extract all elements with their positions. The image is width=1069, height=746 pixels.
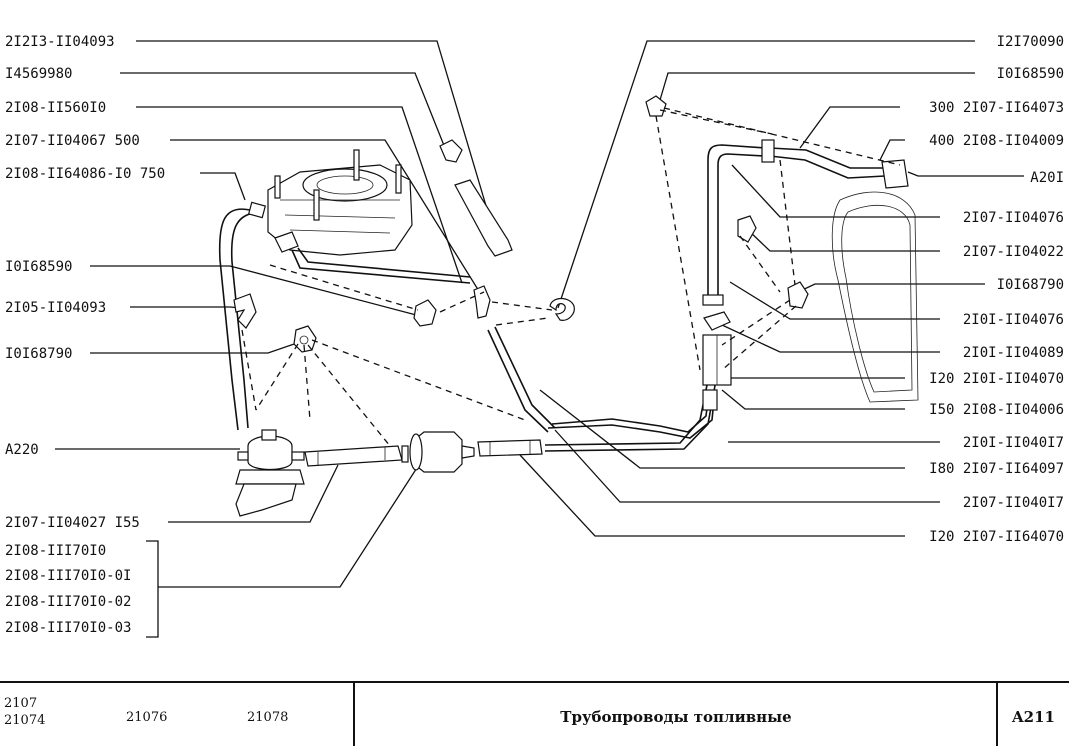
clip-right-mid	[737, 215, 757, 243]
fuel-lines-diagram: 2I2I3-II04093 I4569980 2I08-II560I0 2I07…	[5, 34, 1064, 638]
left-leader-lines	[55, 40, 499, 523]
label-right-2: I0I68590	[997, 66, 1064, 82]
label-right-15: 2I07-II040I7	[963, 495, 1064, 511]
label-right-6: 2I07-II04076	[963, 210, 1064, 226]
clip-left-lower	[293, 325, 317, 353]
filter-variant-bracket	[146, 540, 159, 638]
title-block: 2107 21074 21076 21078 Трубопроводы топл…	[0, 681, 1069, 746]
fuel-pump	[235, 429, 305, 517]
label-left-13: 2I08-III70I0-02	[5, 594, 131, 610]
clip-center	[413, 299, 437, 327]
page-title: Трубопроводы топливные	[560, 708, 792, 726]
tee-fitting	[473, 285, 491, 319]
label-right-5: A20I	[1030, 170, 1064, 186]
label-right-9: 2I0I-II04076	[963, 312, 1064, 328]
clip-2105	[233, 293, 257, 329]
model-2107: 2107	[4, 696, 38, 711]
label-right-11: I20 2I0I-II04070	[929, 371, 1064, 387]
footer-divider-2	[996, 683, 998, 746]
assembly-lines	[241, 107, 901, 447]
hose-pump-filter	[304, 445, 403, 467]
label-right-10: 2I0I-II04089	[963, 345, 1064, 361]
label-left-10: 2I07-II04027 I55	[5, 515, 140, 531]
label-left-9: A220	[5, 442, 39, 458]
label-right-4: 400 2I08-II04009	[929, 133, 1064, 149]
hose-filter-line	[477, 439, 543, 457]
label-left-4: 2I07-II04067 500	[5, 133, 140, 149]
fuel-filter	[401, 431, 475, 473]
main-steel-lines	[544, 379, 717, 452]
fuel-tank-outline	[831, 191, 919, 403]
label-right-1: I2I70090	[997, 34, 1064, 50]
model-21076: 21076	[126, 710, 168, 725]
model-list: 2107 21074	[4, 695, 45, 729]
label-left-12: 2I08-III70I0-0I	[5, 568, 131, 584]
label-right-8: I0I68790	[997, 277, 1064, 293]
label-left-11: 2I08-III70I0	[5, 543, 106, 559]
footer-divider-1	[353, 683, 355, 746]
label-right-12: I50 2I08-II04006	[929, 402, 1064, 418]
clip-right-top	[645, 95, 667, 117]
label-right-3: 300 2I07-II64073	[929, 100, 1064, 116]
label-left-2: I4569980	[5, 66, 72, 82]
left-hoses	[218, 201, 556, 433]
right-hoses	[702, 139, 909, 411]
label-left-3: 2I08-II560I0	[5, 100, 106, 116]
label-left-5: 2I08-II64086-I0 750	[5, 166, 165, 182]
clip-top	[439, 139, 463, 163]
label-left-8: I0I68790	[5, 346, 72, 362]
clip-right-lower	[787, 281, 809, 309]
bracket-2i2i3	[454, 179, 513, 257]
leader-fuel-filter	[158, 459, 423, 588]
label-right-7: 2I07-II04022	[963, 244, 1064, 260]
model-21074: 21074	[4, 713, 46, 728]
page-code: A211	[1012, 708, 1055, 726]
model-21078: 21078	[247, 710, 289, 725]
label-right-13: 2I0I-II040I7	[963, 435, 1064, 451]
label-left-7: 2I05-II04093	[5, 300, 106, 316]
label-left-1: 2I2I3-II04093	[5, 34, 115, 50]
carburetor	[267, 149, 413, 256]
label-left-6: I0I68590	[5, 259, 72, 275]
label-right-16: I20 2I07-II64070	[929, 529, 1064, 545]
label-left-14: 2I08-III70I0-03	[5, 620, 131, 636]
right-leader-lines	[519, 40, 1024, 537]
clamp-ring	[549, 297, 575, 321]
label-right-14: I80 2I07-II64097	[929, 461, 1064, 477]
